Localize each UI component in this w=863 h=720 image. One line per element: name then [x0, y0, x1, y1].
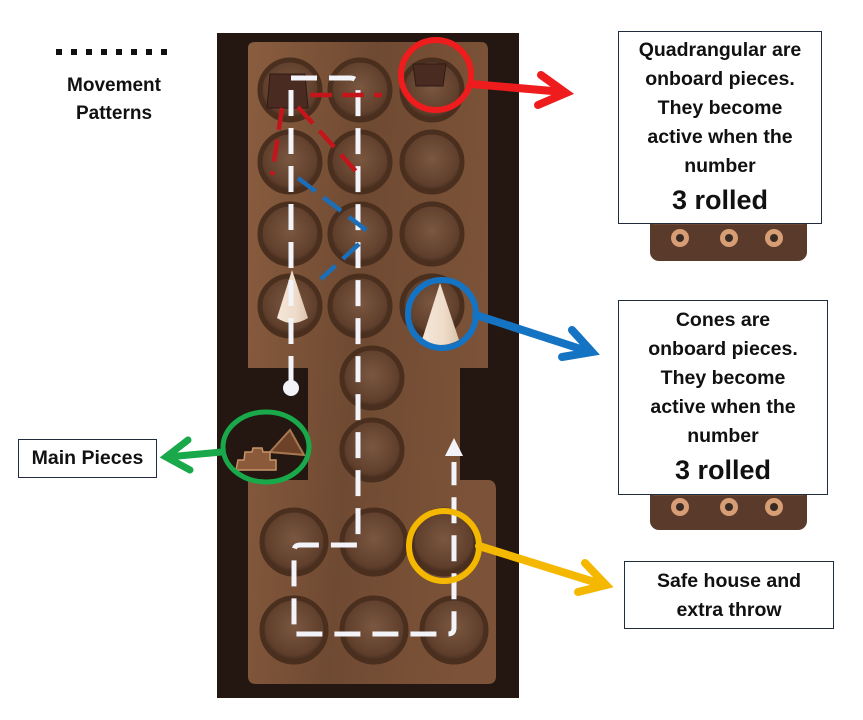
quadrangular-piece: [266, 73, 309, 109]
callout-line: They become: [660, 367, 786, 389]
callout-line: number: [687, 425, 759, 447]
safe-house-callout-arrow-icon: [475, 542, 614, 596]
cone-piece: [422, 283, 459, 345]
quadrangular-piece: [412, 63, 447, 87]
callout-line: active when the: [650, 396, 796, 418]
dotted-line-icon: [56, 49, 167, 55]
movement-path: [288, 75, 457, 637]
cone-callout-arrow-icon: [472, 311, 600, 361]
callout-highlight: 3 rolled: [671, 185, 769, 215]
callout-line: onboard pieces.: [645, 68, 795, 90]
path-end-arrow-icon: [445, 438, 463, 456]
safe-house-callout: Safe house and extra throw: [624, 561, 834, 629]
legend-label-line2: Patterns: [75, 103, 153, 124]
main-pieces-highlight-ring: [220, 409, 312, 485]
callout-highlight: 3 rolled: [674, 455, 772, 485]
quadrangular-callout-arrow-icon: [467, 71, 575, 109]
cone-move-lines: [296, 176, 372, 281]
die-pip-icon: [671, 498, 783, 516]
die-pip-icon: [671, 229, 783, 247]
callout-line: Quadrangular are: [638, 39, 802, 61]
quadrangular-highlight-ring: [398, 37, 474, 113]
legend-label: Movement Patterns: [40, 72, 188, 128]
callout-line: Safe house and: [656, 570, 802, 592]
quadrangular-callout: Quadrangular are onboard pieces. They be…: [618, 31, 822, 224]
main-pieces-callout-arrow-icon: [159, 436, 226, 474]
callout-line: They become: [657, 97, 783, 119]
path-start-dot: [283, 380, 299, 396]
main-pieces: [235, 428, 306, 471]
callout-line: active when the: [647, 126, 793, 148]
callout-line: number: [684, 155, 756, 177]
callout-line: Cones are: [675, 309, 771, 331]
cones-callout: Cones are onboard pieces. They become ac…: [618, 300, 828, 495]
callout-line: onboard pieces.: [648, 338, 798, 360]
legend-label-line1: Movement: [67, 75, 161, 96]
main-pieces-callout: Main Pieces: [18, 439, 157, 478]
callout-line: extra throw: [676, 599, 782, 621]
quadrangular-move-lines: [269, 92, 382, 180]
